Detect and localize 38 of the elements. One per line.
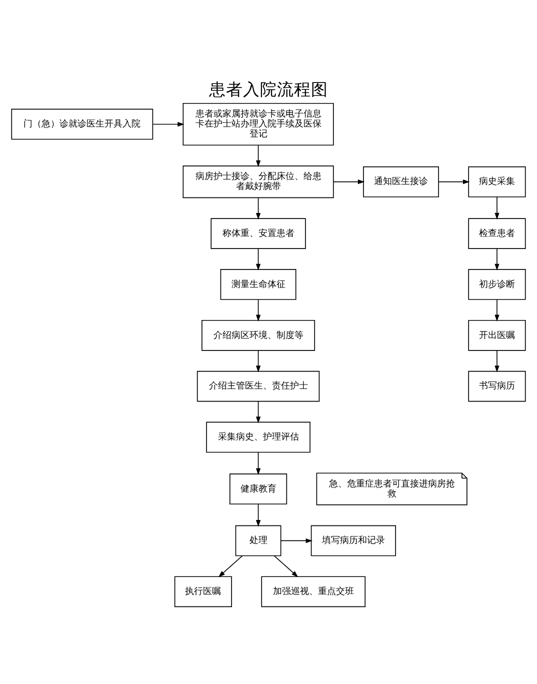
arrow	[256, 298, 261, 321]
arrow	[256, 451, 261, 474]
node-box: 采集病史、护理评估	[206, 421, 310, 452]
arrow	[218, 554, 243, 577]
arrow	[494, 248, 500, 270]
arrow	[333, 179, 365, 184]
node-box: 门（急）诊就诊医生开具入院	[11, 108, 154, 140]
node-box: 加强巡视、重点交班	[261, 576, 366, 607]
arrow	[256, 350, 261, 372]
node-box: 处理	[235, 524, 282, 556]
arrow	[256, 144, 261, 167]
node-box: 填写病历和记录	[310, 524, 396, 556]
arrow	[274, 554, 298, 577]
node-box: 健康教育	[229, 473, 288, 504]
node-box: 执行医嘱	[174, 576, 232, 607]
node-box: 称体重、安置患者	[210, 218, 306, 249]
node-box: 介绍主管医生、责任护士	[196, 370, 320, 402]
arrow	[438, 179, 470, 184]
node-box: 测量生命体征	[220, 268, 296, 300]
arrow	[256, 248, 261, 270]
arrow	[494, 196, 500, 220]
node-box: 病房护士接诊、分配床位、给患者戴好腕带	[182, 165, 334, 198]
arrow	[494, 350, 500, 372]
diagram-title: 患者入院流程图	[209, 80, 328, 99]
arrow	[280, 538, 312, 543]
node-box: 介绍病区环境、制度等	[202, 319, 316, 350]
arrow	[256, 196, 261, 220]
arrow	[256, 400, 261, 423]
node-box: 患者或家属持就诊卡或电子信息卡在护士站办理入院手续及医保登记	[182, 102, 334, 146]
node-box: 通知医生接诊	[363, 166, 439, 197]
node-box: 书写病历	[468, 370, 526, 402]
node-box: 检查患者	[468, 218, 526, 249]
node-box: 开出医嘱	[468, 319, 526, 350]
arrow	[494, 298, 500, 321]
node-box: 初步诊断	[468, 268, 526, 300]
arrow	[256, 503, 261, 526]
node-box: 病史采集	[468, 166, 526, 197]
arrow	[152, 121, 184, 126]
